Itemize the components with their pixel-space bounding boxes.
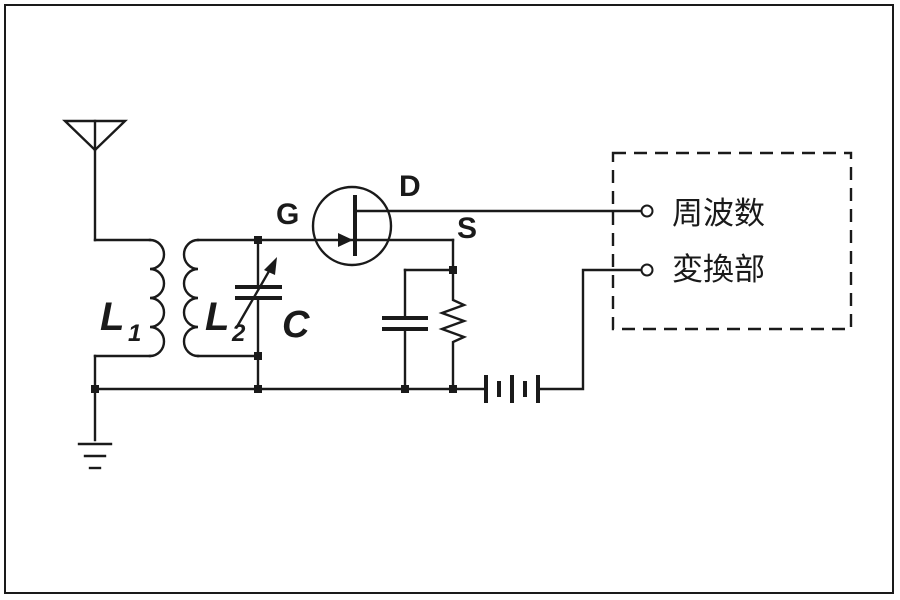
figure-frame [4, 4, 894, 594]
source-label: S [457, 212, 477, 245]
antenna-icon [62, 119, 128, 242]
ground-icon [77, 442, 113, 470]
inductor-l1 [93, 238, 166, 442]
fet-transistor [311, 185, 642, 267]
junction-dots [91, 236, 457, 393]
l1-label: L [100, 295, 124, 339]
battery [484, 268, 642, 403]
l2-subscript: 2 [231, 320, 246, 347]
drain-label: D [399, 170, 421, 203]
frequency-converter-box: 周波数 変換部 [611, 151, 853, 331]
gate-label: G [276, 198, 299, 231]
converter-label-line2: 変換部 [672, 252, 765, 288]
l1-subscript: 1 [128, 320, 141, 347]
variable-capacitor [235, 238, 282, 391]
converter-label-line1: 周波数 [672, 196, 765, 232]
inductor-l2 [182, 238, 455, 358]
capacitor-label: C [282, 304, 310, 346]
source-bias-network [382, 238, 468, 391]
l2-label: L [205, 295, 229, 339]
